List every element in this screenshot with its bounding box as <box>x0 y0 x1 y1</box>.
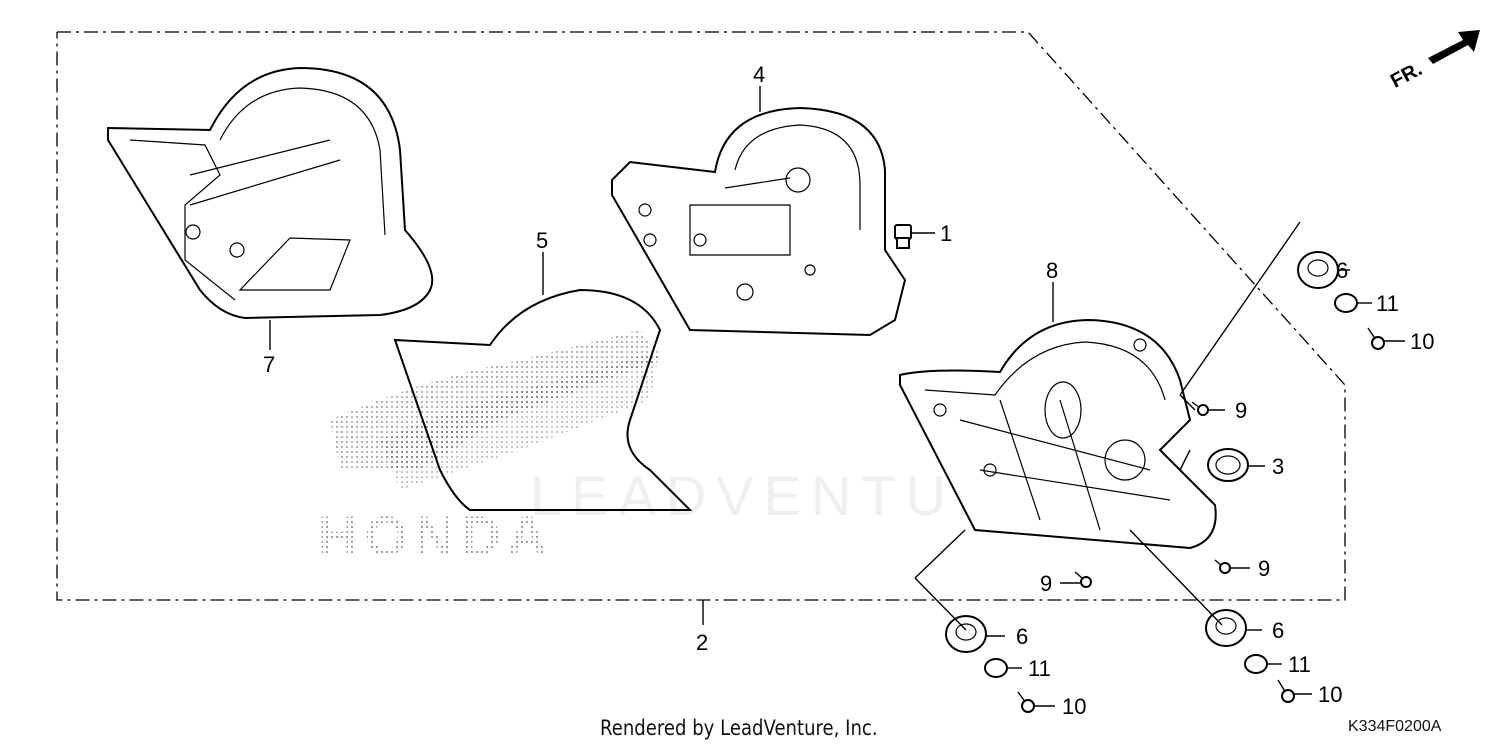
callout-4: 4 <box>753 62 765 87</box>
screw-right <box>1277 679 1295 703</box>
screw-top <box>1367 327 1385 350</box>
callout-6-right: 6 <box>1272 618 1284 643</box>
collar-left <box>984 658 1008 678</box>
seal-ring-part <box>1207 448 1249 482</box>
callout-11-right: 11 <box>1288 652 1311 677</box>
front-direction-arrow: FR. <box>1387 30 1480 93</box>
assembly-boundary <box>56 31 1346 601</box>
grommet-top <box>1297 251 1339 289</box>
bulb-part <box>894 224 912 249</box>
honda-logo: HONDA <box>318 330 660 567</box>
callout-6-left: 6 <box>1016 624 1028 649</box>
callout-9-b: 9 <box>1258 556 1270 581</box>
meter-cover-part <box>107 66 434 320</box>
callout-11-left: 11 <box>1028 656 1051 681</box>
callout-8: 8 <box>1046 258 1058 283</box>
callout-10-top: 10 <box>1410 329 1434 354</box>
callout-1: 1 <box>940 221 952 246</box>
callout-11-top: 11 <box>1376 291 1399 316</box>
meter-assembly-part <box>611 106 907 337</box>
collar-right <box>1244 654 1268 674</box>
tapping-screw-c <box>1074 571 1092 588</box>
callout-7: 7 <box>263 352 275 377</box>
callout-10-right: 10 <box>1318 682 1342 707</box>
screw-left <box>1017 691 1035 713</box>
callout-9-c: 9 <box>1040 571 1052 596</box>
honda-logo-text: HONDA <box>318 504 553 567</box>
grommet-left <box>945 615 987 653</box>
diagram-code: K334F0200A <box>1348 718 1442 735</box>
meter-case-part <box>899 318 1217 550</box>
tapping-screw-b <box>1214 559 1231 574</box>
callout-6-top: 6 <box>1336 258 1348 283</box>
render-credit: Rendered by LeadVenture, Inc. <box>600 716 878 740</box>
callout-2: 2 <box>696 630 708 655</box>
callout-9-a: 9 <box>1235 398 1247 423</box>
direction-label: FR. <box>1387 58 1426 93</box>
callout-3: 3 <box>1272 454 1284 479</box>
collar-top <box>1334 293 1358 313</box>
gasket-part <box>393 288 693 511</box>
callout-5: 5 <box>536 228 548 253</box>
callout-10-left: 10 <box>1062 694 1086 719</box>
